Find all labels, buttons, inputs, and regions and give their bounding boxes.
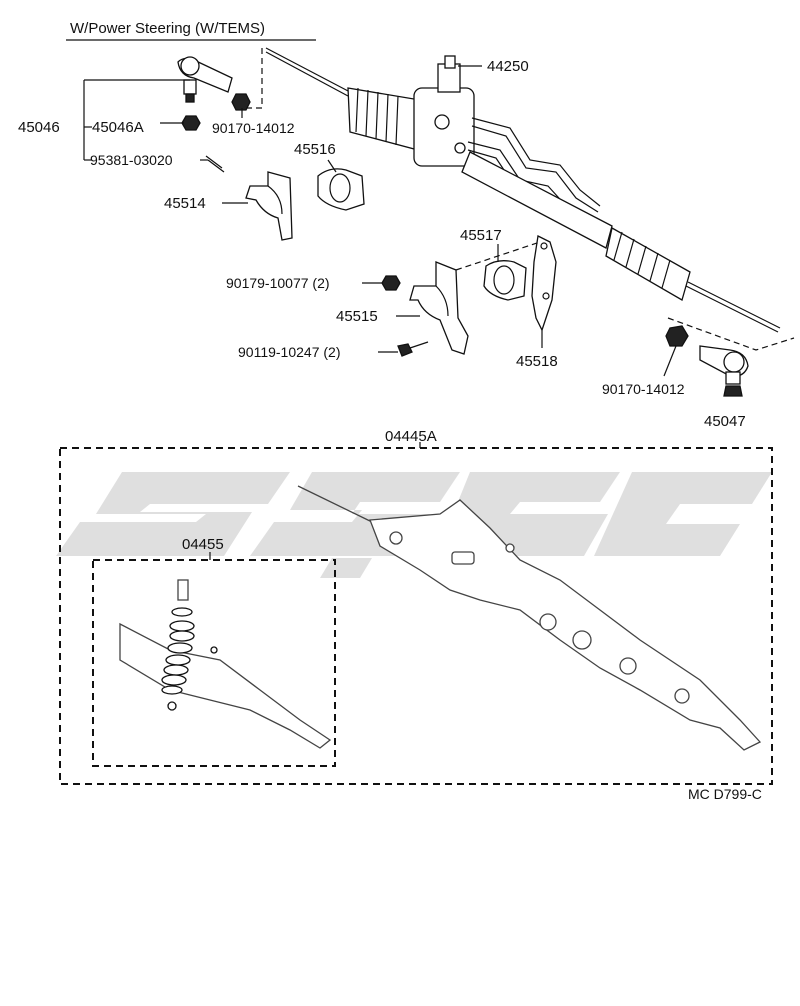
lock-nut-left [231, 93, 251, 111]
label-45516: 45516 [294, 141, 336, 158]
label-04455: 04455 [182, 536, 224, 553]
lock-nut-right [665, 325, 689, 347]
tie-rod-end-right [699, 345, 749, 397]
cotter-pin [205, 155, 225, 173]
label-90170-left: 90170-14012 [212, 120, 295, 136]
label-90179: 90179-10077 (2) [226, 275, 330, 291]
label-45515: 45515 [336, 308, 378, 325]
kit-box-04455 [92, 559, 336, 767]
label-45518: 45518 [516, 353, 558, 370]
bolt-90119 [397, 341, 429, 357]
kit-box-04445A [59, 447, 773, 785]
diagram-title: W/Power Steering (W/TEMS) [70, 20, 265, 37]
bushing-45516 [317, 168, 365, 211]
bracket-45514 [245, 171, 293, 241]
steering-rack-assembly [242, 47, 795, 351]
label-45514: 45514 [164, 195, 206, 212]
diagram-code: MC D799-C [688, 786, 762, 802]
label-45046: 45046 [18, 119, 60, 136]
nut-45046A [181, 115, 201, 131]
label-04445A: 04445A [385, 428, 437, 445]
rack-housing-kit-outline [297, 485, 762, 751]
label-95381: 95381-03020 [90, 152, 173, 168]
label-44250: 44250 [487, 58, 529, 75]
nut-90179 [381, 275, 401, 291]
bushing-45517 [483, 260, 527, 301]
label-45046A: 45046A [92, 119, 144, 136]
plate-45518 [531, 235, 557, 332]
label-45047: 45047 [704, 413, 746, 430]
seal-kit-contents [119, 579, 332, 749]
label-90170-right: 90170-14012 [602, 381, 685, 397]
label-45517: 45517 [460, 227, 502, 244]
bracket-45515 [409, 261, 469, 355]
label-90119: 90119-10247 (2) [238, 344, 340, 360]
tie-rod-end-left [177, 56, 233, 103]
